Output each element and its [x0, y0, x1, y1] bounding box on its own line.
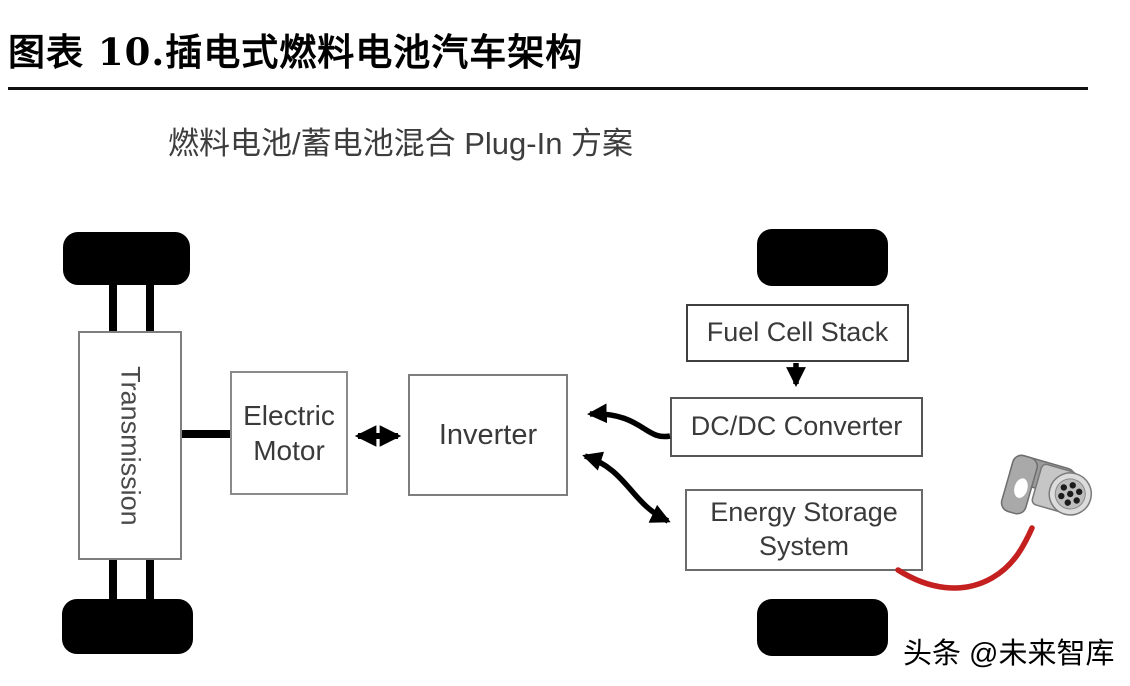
title-rule — [8, 87, 1088, 90]
transmission-label: Transmission — [115, 365, 146, 526]
page-title: 图表 10.插电式燃料电池汽车架构 — [8, 30, 584, 74]
charging-plug-icon — [1000, 454, 1093, 516]
transmission-motor-link — [182, 430, 230, 438]
transmission-box: Transmission — [78, 331, 182, 560]
wheel-front-right-icon — [757, 229, 888, 286]
watermark-text: 头条 @未来智库 — [903, 638, 1115, 670]
inverter-label: Inverter — [438, 418, 538, 451]
inverter-ess-arrow — [582, 451, 671, 524]
axle-line — [109, 558, 117, 602]
axle-line — [146, 558, 154, 602]
inverter-box: Inverter — [408, 374, 568, 496]
fuel-cell-stack-box: Fuel Cell Stack — [686, 304, 909, 362]
electric-motor-label: Electric Motor — [243, 400, 335, 466]
dcdc-inverter-arrow — [587, 403, 671, 440]
electric-motor-box: Electric Motor — [230, 371, 348, 495]
dcdc-converter-label: DC/DC Converter — [690, 411, 903, 442]
wheel-front-left-icon — [63, 232, 190, 285]
energy-storage-label: Energy Storage System — [710, 497, 898, 561]
energy-storage-box: Energy Storage System — [685, 489, 923, 571]
wheel-rear-right-icon — [757, 599, 888, 656]
axle-line — [109, 283, 117, 333]
wheel-rear-left-icon — [62, 599, 193, 654]
axle-line — [146, 283, 154, 333]
diagram-subtitle: 燃料电池/蓄电池混合 Plug-In 方案 — [168, 126, 634, 161]
dcdc-converter-box: DC/DC Converter — [670, 397, 923, 457]
fuel-cell-stack-label: Fuel Cell Stack — [706, 317, 889, 348]
